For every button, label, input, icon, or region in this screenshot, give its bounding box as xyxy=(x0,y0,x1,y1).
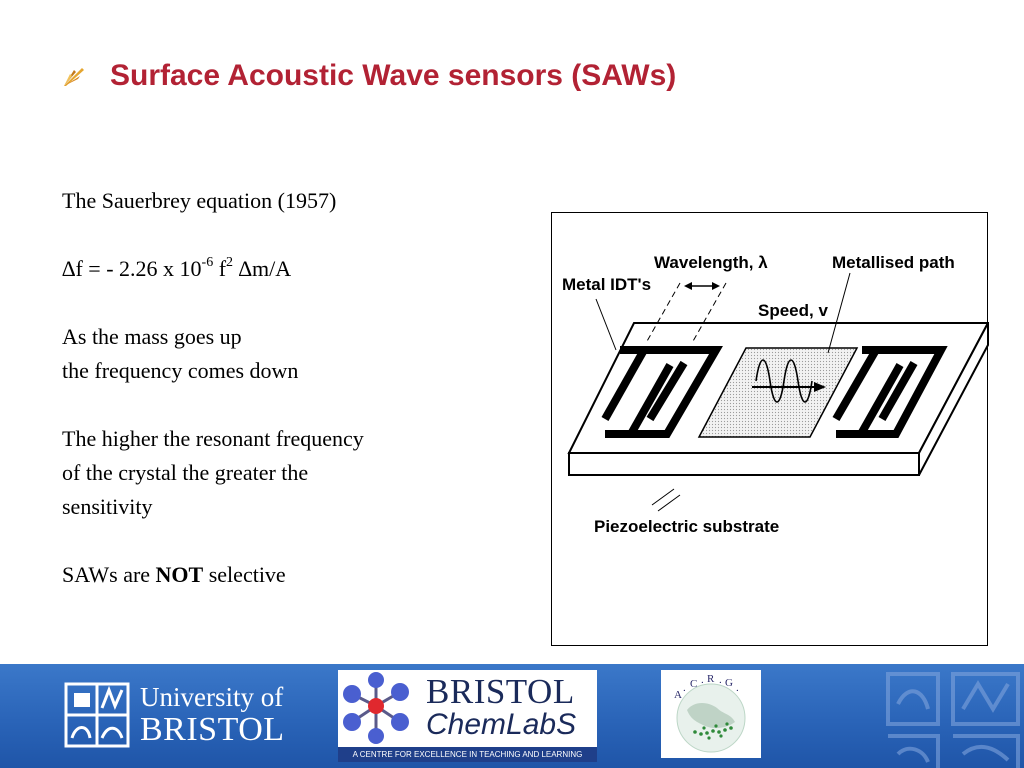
acrg-letter-5: R xyxy=(707,673,715,685)
wave-shape xyxy=(755,359,813,403)
resonant-line-1: The higher the resonant frequency xyxy=(62,426,364,451)
acrg-letter-7: G xyxy=(725,677,733,689)
right-idt-electrode xyxy=(832,346,948,438)
selective-statement: SAWs are NOT selective xyxy=(62,562,286,587)
saw-diagram: Metal IDT's Wavelength, λ Metallised pat… xyxy=(551,212,989,646)
crest-watermark-icon xyxy=(886,672,1020,768)
acrg-letter-4: . xyxy=(701,674,704,686)
acrg-letter-2: . xyxy=(683,682,686,694)
bristol-chemlabs-logo: BRISTOL ChemLabS A CENTRE FOR EXCELLENCE… xyxy=(338,670,597,762)
chemlabs-title: BRISTOL xyxy=(426,672,575,711)
metallised-path-shape xyxy=(697,347,859,438)
acrg-letter-3: C xyxy=(690,678,697,690)
sauerbrey-equation: ∆f = - 2.26 x 10-6 f2 ∆m/A xyxy=(62,254,292,281)
pen-nib-icon xyxy=(64,68,84,86)
acrg-letter-8: . xyxy=(736,682,739,694)
slide-title: Surface Acoustic Wave sensors (SAWs) xyxy=(110,59,677,92)
chemlabs-tagline: A CENTRE FOR EXCELLENCE IN TEACHING AND … xyxy=(338,747,597,762)
acrg-logo: A . C . R . G . xyxy=(661,670,761,758)
saw-diagram-svg: Metal IDT's Wavelength, λ Metallised pat… xyxy=(562,253,989,536)
body-text: The Sauerbrey equation (1957) ∆f = - 2.2… xyxy=(62,184,532,592)
speed-arrow xyxy=(814,382,826,392)
label-piezoelectric-substrate: Piezoelectric substrate xyxy=(594,517,779,536)
equation-heading: The Sauerbrey equation (1957) xyxy=(62,188,337,213)
university-of-bristol-logo: University of BRISTOL xyxy=(62,680,285,750)
mass-line-2: the frequency comes down xyxy=(62,358,299,383)
resonant-line-3: sensitivity xyxy=(62,494,153,519)
molecule-icon xyxy=(343,672,409,744)
uob-line-2: BRISTOL xyxy=(140,711,285,748)
label-metal-idts: Metal IDT's xyxy=(562,275,651,294)
university-wordmark: University of BRISTOL xyxy=(140,682,285,748)
label-speed: Speed, v xyxy=(758,301,828,320)
footer-bar: University of BRISTOL BRISTOL ChemLabS A… xyxy=(0,664,1024,768)
uob-line-1: University of xyxy=(140,682,284,712)
label-metallised-path: Metallised path xyxy=(832,253,955,272)
resonant-line-2: of the crystal the greater the xyxy=(62,460,309,485)
acrg-letter-6: . xyxy=(719,674,722,686)
acrg-letter-1: A xyxy=(674,689,682,701)
chemlabs-subtitle: ChemLabS xyxy=(426,708,577,741)
mass-line-1: As the mass goes up xyxy=(62,324,242,349)
left-idt-electrode xyxy=(601,346,723,438)
label-wavelength: Wavelength, λ xyxy=(654,253,768,272)
university-crest-icon xyxy=(64,682,130,748)
title-row: Surface Acoustic Wave sensors (SAWs) xyxy=(62,52,676,100)
acrg-globe-icon: A . C . R . G . xyxy=(674,673,746,753)
